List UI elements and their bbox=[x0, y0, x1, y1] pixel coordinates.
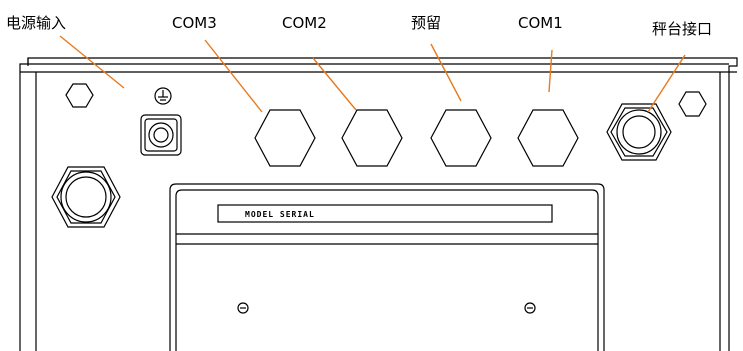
leader-lines bbox=[59, 35, 686, 113]
ground-terminal bbox=[140, 114, 182, 156]
label-com3: COM3 bbox=[172, 14, 217, 32]
hex-nut-left bbox=[65, 83, 94, 108]
leader-reserved bbox=[430, 43, 462, 102]
leader-com3 bbox=[204, 39, 263, 113]
reserved-port bbox=[430, 109, 492, 167]
ground-icon bbox=[154, 87, 172, 105]
com2-port bbox=[341, 109, 403, 167]
model-plate-text: MODEL SERIAL bbox=[245, 210, 315, 219]
label-com2: COM2 bbox=[282, 14, 327, 32]
panel-outer-frame bbox=[19, 57, 738, 351]
power-input-gland bbox=[51, 166, 121, 228]
leader-com1 bbox=[548, 49, 553, 93]
com1-port bbox=[517, 109, 579, 167]
label-scale-port: 秤台接口 bbox=[652, 20, 713, 38]
label-power-input: 电源输入 bbox=[6, 14, 67, 32]
leader-power-input bbox=[59, 35, 125, 89]
label-com1: COM1 bbox=[518, 14, 563, 32]
leader-scale-port bbox=[647, 54, 686, 113]
scale-port-gland bbox=[606, 103, 672, 161]
hex-nut-right bbox=[678, 91, 707, 117]
display-housing bbox=[169, 183, 605, 351]
label-reserved: 预留 bbox=[411, 14, 442, 32]
leader-com2 bbox=[312, 57, 357, 111]
com3-port bbox=[254, 109, 316, 167]
